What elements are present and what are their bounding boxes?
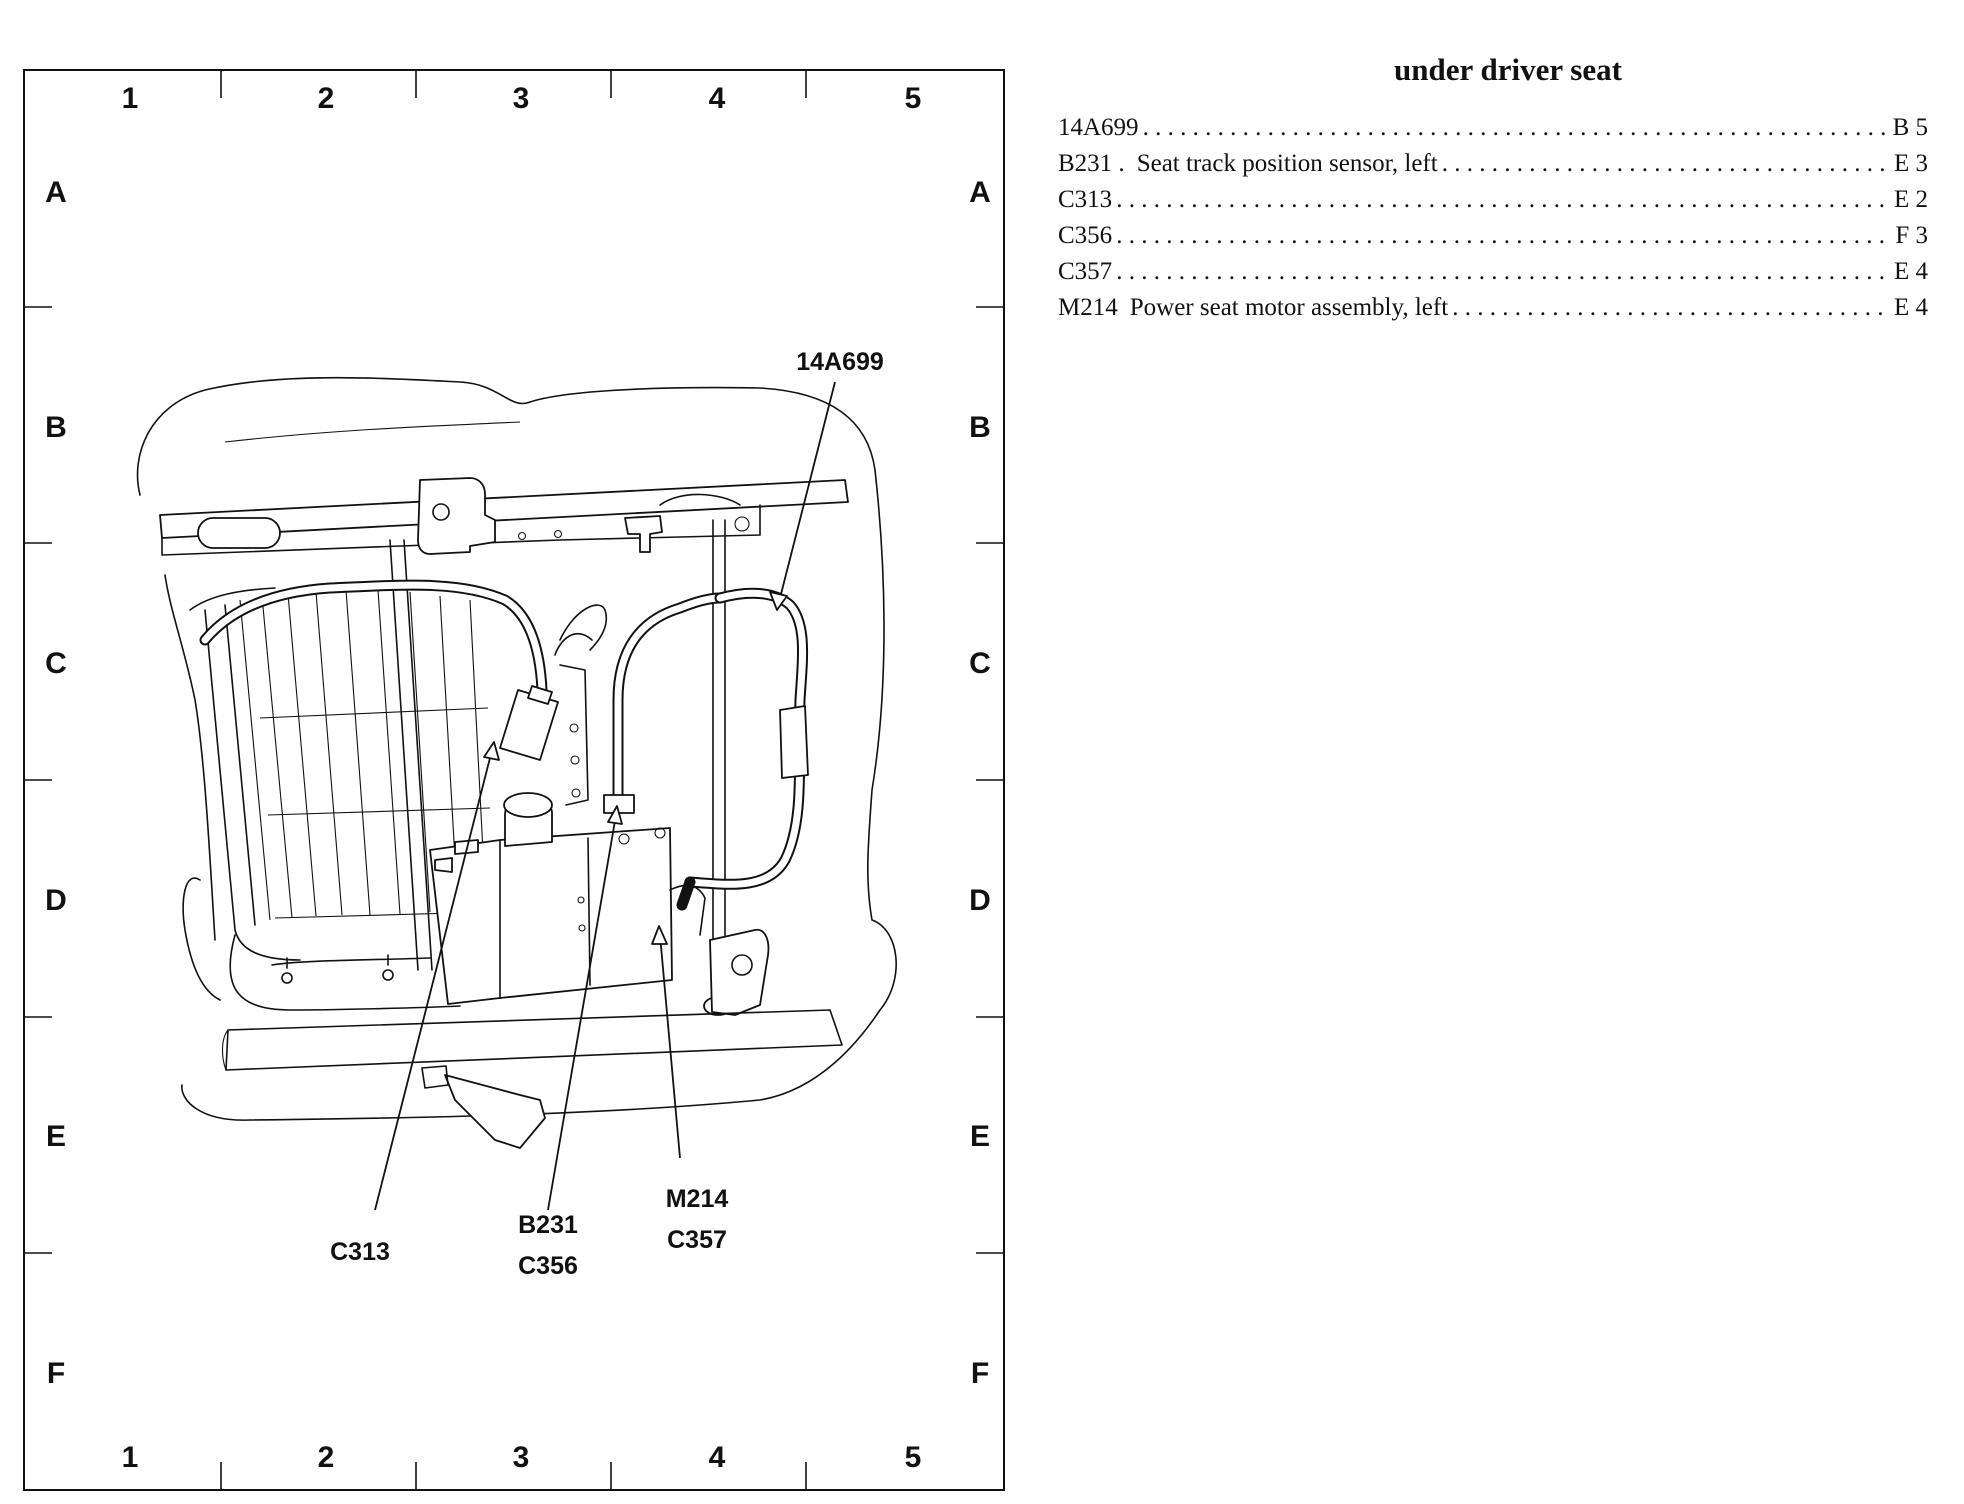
diagram-frame (23, 69, 1005, 1491)
row-label: E (46, 1120, 66, 1153)
row-label: B (45, 411, 67, 444)
leader-dots (1116, 254, 1890, 290)
callout-labels: 14A699 C313 B231 C356 M214 C357 (330, 348, 884, 1280)
legend-code: C313 (1058, 186, 1113, 213)
row-labels-left: A B C D E F (45, 176, 67, 1390)
row-label: E (970, 1120, 990, 1153)
col-label: 2 (318, 82, 335, 115)
legend-description: Seat track position sensor, left (1136, 150, 1438, 177)
column-ticks (220, 70, 807, 1490)
row-label: D (969, 884, 991, 917)
callout-m214: M214 (666, 1185, 729, 1213)
legend-location: E 4 (1893, 258, 1928, 285)
legend-code: C356 (1058, 222, 1113, 249)
leader-dots (1452, 290, 1890, 326)
column-labels-bottom: 1 2 3 4 5 (122, 1441, 922, 1474)
callout-b231: B231 (518, 1211, 578, 1239)
col-label: 3 (513, 82, 530, 115)
row-labels-right: A B C D E F (969, 176, 991, 1390)
callout-c313: C313 (330, 1238, 390, 1266)
row-label: A (969, 176, 991, 209)
col-label: 1 (122, 82, 139, 115)
col-label: 1 (122, 1441, 139, 1474)
leader-dots (1442, 146, 1890, 182)
leader-dots (1116, 182, 1890, 218)
row-label: C (45, 647, 67, 680)
col-label: 5 (905, 1441, 922, 1474)
leader-dots (1116, 218, 1891, 254)
legend-title: under driver seat (1394, 52, 1622, 87)
row-label: F (47, 1357, 65, 1390)
column-labels-top: 1 2 3 4 5 (122, 82, 922, 115)
row-label: B (969, 411, 991, 444)
leader-dots (1143, 110, 1889, 146)
row-label: A (45, 176, 67, 209)
col-label: 4 (709, 1441, 726, 1474)
legend-location: E 3 (1893, 150, 1928, 177)
legend-row: B231 . Seat track position sensor, left … (1058, 146, 1928, 182)
legend-code: 14A699 (1058, 114, 1139, 141)
legend-row: C357 E 4 (1058, 254, 1928, 290)
legend-row: 14A699 B 5 (1058, 110, 1928, 146)
legend-location: E 4 (1893, 294, 1928, 321)
col-label: 2 (318, 1441, 335, 1474)
legend-row: M214 Power seat motor assembly, left E 4 (1058, 290, 1928, 326)
row-label: D (45, 884, 67, 917)
legend-location: E 2 (1893, 186, 1928, 213)
legend-code: C357 (1058, 258, 1113, 285)
col-label: 5 (905, 82, 922, 115)
leader-lines (374, 381, 836, 1211)
callout-14a699: 14A699 (796, 348, 884, 376)
legend-location: F 3 (1895, 222, 1928, 249)
legend-code: B231 . (1058, 150, 1125, 177)
seat-illustration (136, 376, 897, 1149)
callout-c357: C357 (667, 1226, 727, 1254)
col-label: 4 (709, 82, 726, 115)
legend-location: B 5 (1892, 114, 1928, 141)
row-ticks (24, 306, 1004, 1254)
legend-code: M214 (1058, 294, 1118, 321)
col-label: 3 (513, 1441, 530, 1474)
seat-diagram: 1 2 3 4 5 1 2 3 4 5 A B C D E F A B C D … (23, 69, 1005, 1491)
legend-row: C313 E 2 (1058, 182, 1928, 218)
callout-c356: C356 (518, 1252, 578, 1280)
legend-description: Power seat motor assembly, left (1129, 294, 1449, 321)
row-label: F (971, 1357, 989, 1390)
component-legend: under driver seat 14A699 B 5 B231 . Seat… (1058, 52, 1928, 326)
row-label: C (969, 647, 991, 680)
legend-row: C356 F 3 (1058, 218, 1928, 254)
